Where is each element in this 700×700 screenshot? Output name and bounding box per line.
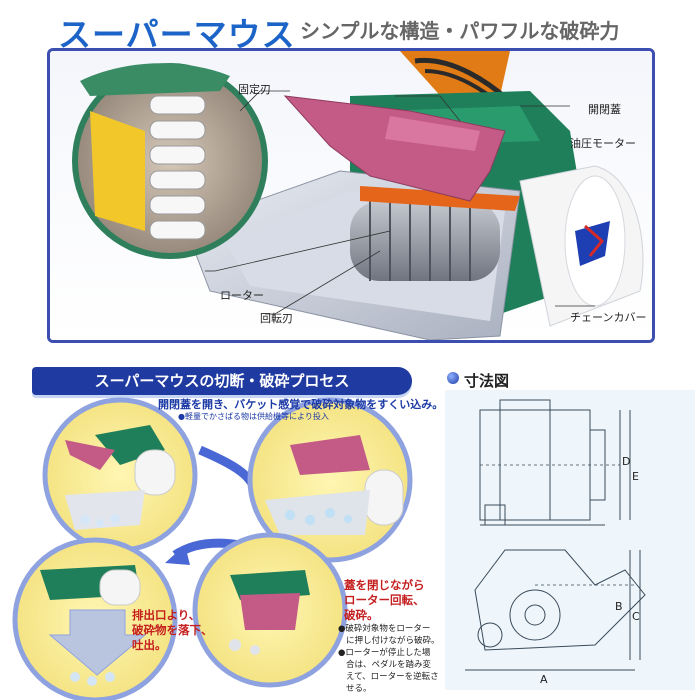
step2-line: 蓋を閉じながら (344, 578, 425, 592)
label-hydraulic-motor: 油圧モーター (570, 137, 636, 150)
dim-letter-d: D (622, 455, 631, 468)
dim-letter-b: B (615, 600, 623, 613)
page-subtitle: シンプルな構造・パワフルな破砕力 (300, 19, 620, 43)
step3-text: 排出口より、 破砕物を落下、 吐出。 (132, 608, 252, 653)
dimension-drawing (445, 390, 695, 690)
step2-bullet-line: ●破砕対象物をローター (338, 624, 431, 634)
label-lid: 開閉蓋 (588, 103, 621, 116)
step3-line: 吐出。 (132, 638, 167, 652)
dim-letter-e: E (632, 470, 639, 483)
label-chain-cover: チェーンカバー (570, 311, 647, 324)
step2-line: 破砕。 (344, 608, 379, 622)
process-banner-text: スーパーマウスの切断・破砕プロセス (94, 372, 350, 390)
process-banner: スーパーマウスの切断・破砕プロセス (32, 367, 412, 395)
label-fixed-blade: 固定刃 (238, 83, 271, 96)
step3-line: 破砕物を落下、 (132, 623, 213, 637)
step2-bullet-line: ●ローターが停止した場 (338, 648, 431, 658)
machine-illustration (50, 51, 652, 340)
hero-illustration-frame: 固定刃 開閉蓋 油圧モーター ローター 回転刃 チェーンカバー (47, 48, 655, 343)
step2-line: ローター回転、 (344, 593, 425, 607)
label-rotor: ローター (220, 289, 264, 302)
process-illustrations (12, 397, 413, 700)
page-title: スーパーマウス (58, 15, 296, 54)
step2-bullet-line: えて、ローターを逆転さ (346, 672, 439, 682)
bullet-icon (447, 372, 459, 384)
step2-text: 蓋を閉じながら ローター回転、 破砕。 (344, 578, 444, 623)
step3-line: 排出口より、 (132, 608, 201, 622)
step2-bullet-line: 合は、ペダルを踏み変 (346, 660, 432, 670)
step2-bullet-line: に押し付けながら破砕。 (346, 636, 440, 646)
step1-note: ●軽量でかさばる物は供給機等により投入 (178, 412, 329, 421)
dim-letter-a: A (540, 673, 548, 686)
dim-letter-c: C (632, 610, 640, 623)
label-rotary-blade: 回転刃 (260, 312, 293, 325)
step2-bullet-line: せる。 (346, 684, 372, 694)
step1-text: 開閉蓋を開き、バケット感覚で破砕対象物をすくい込み。 (158, 398, 444, 411)
dimension-title: 寸法図 (464, 372, 510, 390)
step2-bullets: ●破砕対象物をローター に押し付けながら破砕。 ●ローターが停止した場 合は、ペ… (338, 623, 446, 695)
